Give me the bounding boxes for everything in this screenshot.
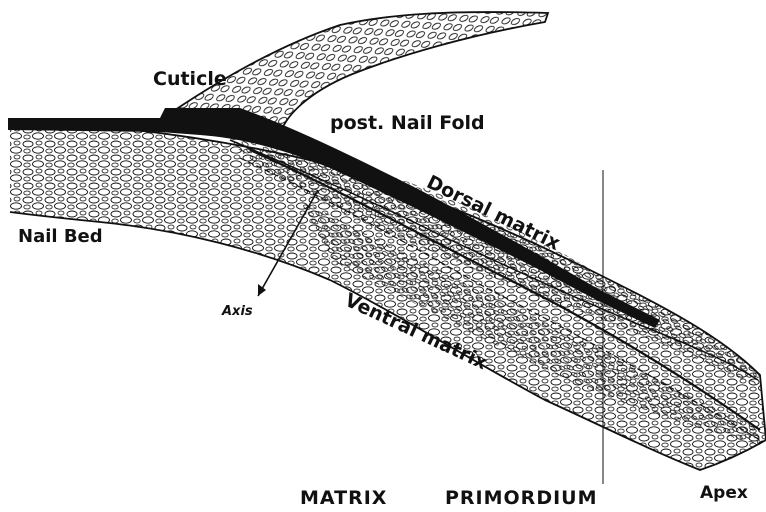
apex-label: Apex <box>700 483 748 503</box>
cuticle-label: Cuticle <box>153 68 227 90</box>
axis-label: Axis <box>222 304 253 319</box>
nail-bed-label: Nail Bed <box>18 226 103 247</box>
matrix-label: MATRIX <box>300 487 387 509</box>
primordium-label: PRIMORDIUM <box>445 487 598 509</box>
post-nail-fold-label: post. Nail Fold <box>330 112 485 134</box>
nail-bed-tissue <box>0 100 766 480</box>
